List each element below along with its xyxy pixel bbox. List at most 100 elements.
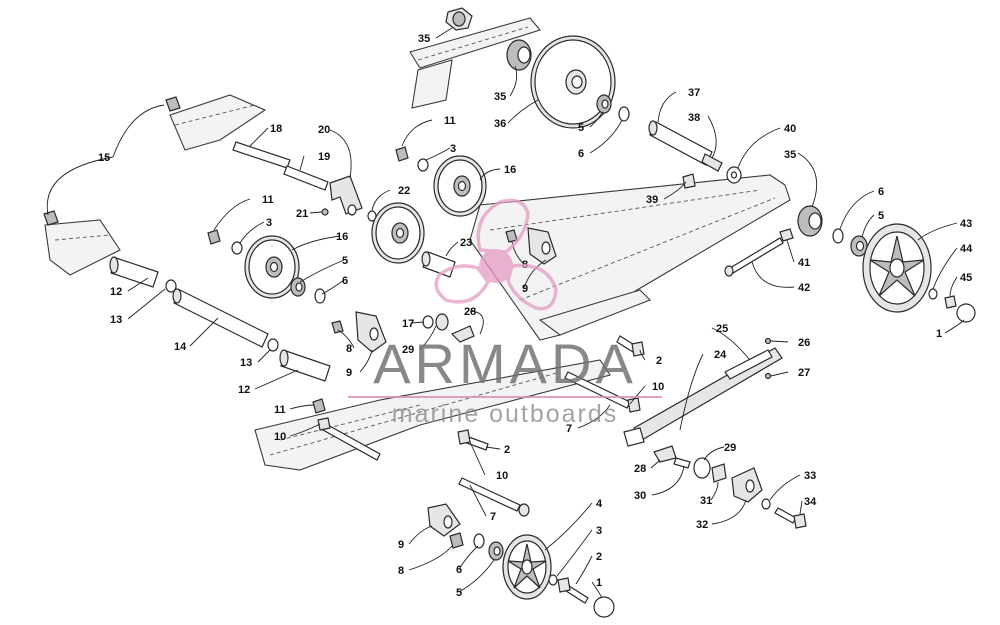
part-33-washer	[761, 498, 771, 510]
part-3-washer-left	[231, 241, 243, 255]
callout-11-left: 11	[262, 194, 274, 206]
callout-5-left: 5	[342, 255, 348, 267]
part-8-nut-lower	[449, 532, 464, 549]
callout-30: 30	[634, 490, 646, 502]
part-1-cap-lower	[593, 596, 615, 618]
propeller-logo	[434, 198, 558, 311]
callout-19: 19	[318, 151, 330, 163]
callout-16-upper: 16	[504, 164, 516, 176]
callout-11-upper: 11	[444, 115, 456, 127]
callout-41: 41	[798, 257, 810, 269]
callout-27: 27	[798, 367, 810, 379]
part-35-top-bracket	[445, 7, 473, 31]
callout-6-top: 6	[578, 148, 584, 160]
callout-7-right: 7	[566, 423, 572, 435]
part-40-washer	[726, 166, 742, 184]
part-18-shaft	[232, 141, 291, 169]
callout-17: 17	[402, 318, 414, 330]
part-19-shaft	[283, 165, 329, 191]
callout-45: 45	[960, 272, 972, 284]
callout-1-right: 1	[936, 328, 942, 340]
callout-11-lower: 11	[274, 404, 286, 416]
part-34-bolt	[774, 507, 807, 529]
part-36-large-idler-wheel	[530, 35, 616, 129]
right-rail	[409, 17, 791, 341]
part-13-washer-upper	[165, 279, 177, 293]
part-8-nut-left	[331, 320, 344, 334]
callout-10-lower: 10	[496, 470, 508, 482]
callout-25: 25	[716, 323, 728, 335]
callout-5-top: 5	[578, 122, 584, 134]
callout-6-left: 6	[342, 275, 348, 287]
part-5-bearing-top	[596, 94, 612, 114]
part-42-long-bolt	[724, 237, 784, 277]
callout-34: 34	[804, 496, 817, 508]
callout-35-right: 35	[784, 149, 796, 161]
callout-16-left: 16	[336, 231, 348, 243]
callout-22: 22	[398, 185, 410, 197]
part-15-nuts	[43, 96, 181, 226]
part-32-bracket	[731, 467, 763, 503]
part-5-bearing-right	[850, 235, 868, 257]
callout-15: 15	[98, 152, 110, 164]
callout-10-left: 10	[274, 431, 286, 443]
callout-40: 40	[784, 123, 796, 135]
part-9-bracket-upper	[527, 227, 557, 265]
part-28-pivot-right	[653, 445, 677, 463]
part-38-spacer	[701, 153, 723, 172]
part-3-washer-upper	[417, 158, 429, 172]
callout-5-right: 5	[878, 210, 884, 222]
callout-23: 23	[460, 237, 472, 249]
callout-28-right: 28	[634, 463, 646, 475]
part-27-pin	[764, 372, 772, 380]
part-35-sprocket-hub	[506, 39, 532, 71]
callout-3-upper: 3	[450, 143, 456, 155]
callout-37: 37	[688, 87, 700, 99]
callout-21: 21	[296, 208, 308, 220]
part-10-bolt-right	[564, 371, 641, 413]
callout-3-lower: 3	[596, 525, 602, 537]
part-29-cap-right	[693, 457, 711, 479]
callout-13-upper: 13	[110, 314, 122, 326]
callout-35-top: 35	[418, 33, 430, 45]
part-16-idler-wheel-mid	[371, 202, 425, 264]
part-16-idler-wheel-left	[244, 235, 300, 299]
callout-39: 39	[646, 194, 658, 206]
callout-35-hub: 35	[494, 91, 506, 103]
callout-9-upper: 9	[522, 283, 528, 295]
callout-43: 43	[960, 218, 972, 230]
part-16-idler-wheel-upper	[433, 155, 487, 217]
part-2-bolt-lower-left	[457, 429, 489, 451]
callout-29-right: 29	[724, 442, 736, 454]
part-1-cap-right	[956, 303, 976, 323]
leader-lines	[46, 27, 965, 599]
part-13-washer-lower	[267, 338, 279, 352]
part-10-bolt-left	[317, 417, 381, 461]
part-2-bolt-right	[616, 335, 645, 357]
callout-29-center: 29	[402, 344, 414, 356]
callout-32: 32	[696, 519, 708, 531]
part-28-pivot-center	[450, 325, 475, 343]
part-26-pin	[764, 337, 772, 345]
part-29-cap-center	[435, 313, 449, 331]
part-17-washer	[422, 315, 434, 329]
callout-20: 20	[318, 124, 330, 136]
callout-2-lower-left: 2	[504, 444, 510, 456]
callout-36: 36	[494, 118, 506, 130]
part-2-bolt-lower	[557, 577, 589, 604]
callout-5-lower: 5	[456, 587, 462, 599]
callout-42: 42	[798, 282, 810, 294]
part-37-axle-sleeve	[648, 120, 713, 166]
part-43-spoked-wheel	[862, 223, 932, 313]
callout-31: 31	[700, 495, 712, 507]
callout-9-left: 9	[346, 367, 352, 379]
callout-8-lower: 8	[398, 565, 404, 577]
part-6-snap-ring-top	[618, 106, 630, 122]
part-25-arm-plate	[724, 349, 773, 380]
part-12-tube-lower	[279, 349, 331, 382]
callout-26: 26	[798, 337, 810, 349]
callout-2-lower: 2	[596, 551, 602, 563]
part-5-bearing-left	[290, 277, 306, 297]
part-4-spoked-wheel-lower	[502, 534, 552, 600]
